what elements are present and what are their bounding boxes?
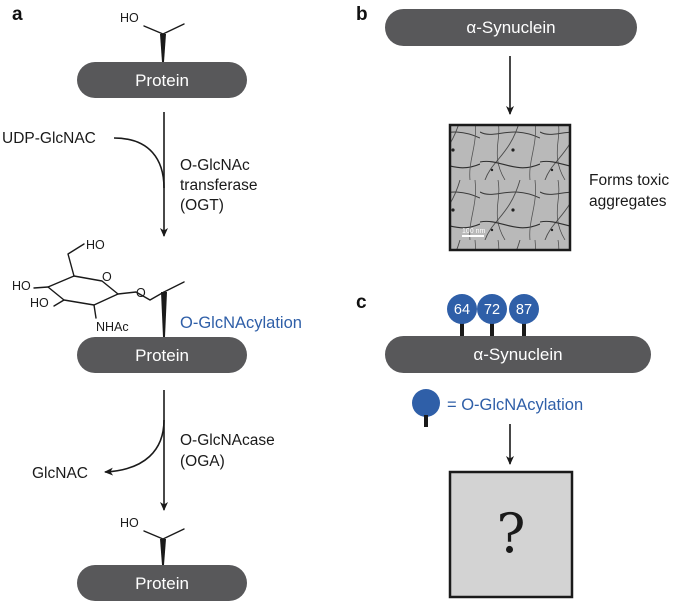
stereo-wedge bbox=[160, 539, 166, 565]
synuclein-label-b: α-Synuclein bbox=[466, 18, 555, 37]
hydroxyl-group-top: HO bbox=[120, 11, 185, 62]
sugar-nhac: NHAc bbox=[96, 320, 129, 334]
protein-pill-bottom bbox=[77, 565, 247, 601]
stereo-wedge bbox=[160, 34, 166, 62]
protein-label-middle: Protein bbox=[135, 346, 189, 365]
protein-label-bottom: Protein bbox=[135, 574, 189, 593]
sugar-ho-2: HO bbox=[30, 296, 49, 310]
protein-pill-middle bbox=[77, 337, 247, 373]
protein-pill-top bbox=[77, 62, 247, 98]
stereo-wedge bbox=[161, 292, 167, 337]
aggregate-text-line1: Forms toxic bbox=[589, 172, 669, 189]
site-label: 72 bbox=[484, 302, 500, 318]
sugar-ho-1: HO bbox=[12, 279, 31, 293]
released-label: GlcNAC bbox=[32, 465, 88, 482]
site-64: 64 bbox=[447, 294, 477, 336]
question-mark: ? bbox=[497, 502, 526, 565]
site-87: 87 bbox=[509, 294, 539, 336]
sugar-ho-3: HO bbox=[86, 238, 105, 252]
panel-label-b: b bbox=[356, 4, 368, 25]
hydroxyl-group-bottom: HO bbox=[120, 516, 185, 565]
hydroxyl-label: HO bbox=[120, 516, 139, 530]
oga-line1: O-GlcNAcase bbox=[180, 432, 275, 449]
synuclein-pill-b bbox=[385, 9, 637, 46]
site-72: 72 bbox=[477, 294, 507, 336]
fibril-micrograph bbox=[448, 123, 572, 252]
sugar-link-oxygen: O bbox=[136, 286, 146, 300]
glcnac-sugar-structure: HO HO HO O O NHAc bbox=[12, 238, 185, 337]
synuclein-pill-c bbox=[385, 336, 651, 373]
aggregate-text-line2: aggregates bbox=[589, 193, 667, 210]
ogt-line3: (OGT) bbox=[180, 197, 224, 214]
panel-label-c: c bbox=[356, 292, 367, 313]
ogt-line1: O-GlcNAc bbox=[180, 157, 250, 174]
donor-label: UDP-GlcNAC bbox=[2, 130, 96, 147]
unknown-outcome-box bbox=[448, 470, 574, 599]
legend-glycan-icon bbox=[412, 389, 440, 427]
legend-text: = O-GlcNAcylation bbox=[447, 396, 583, 414]
oga-line2: (OGA) bbox=[180, 453, 225, 470]
protein-label-top: Protein bbox=[135, 71, 189, 90]
modification-label: O-GlcNAcylation bbox=[180, 314, 302, 332]
synuclein-label-c: α-Synuclein bbox=[473, 345, 562, 364]
site-label: 87 bbox=[516, 302, 532, 318]
scale-bar-label: 100 nm bbox=[462, 228, 486, 235]
hydroxyl-label: HO bbox=[120, 11, 139, 25]
release-curve bbox=[104, 419, 165, 476]
donor-curve bbox=[113, 137, 165, 189]
ogt-line2: transferase bbox=[180, 177, 258, 194]
site-label: 64 bbox=[454, 302, 470, 318]
sugar-ring-oxygen: O bbox=[102, 270, 112, 284]
panel-label-a: a bbox=[12, 4, 23, 25]
